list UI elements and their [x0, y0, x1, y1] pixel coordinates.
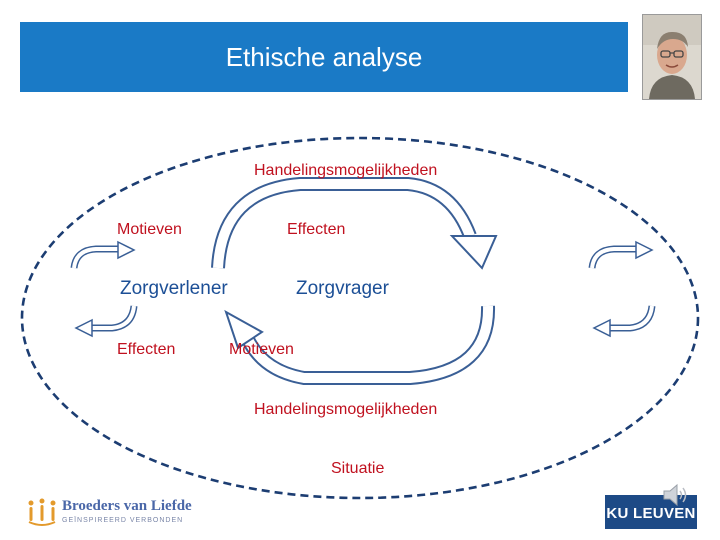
top-arc-arrow [218, 184, 496, 268]
broeders-van-liefde-logo: Broeders van Liefde GEÏNSPIREERD VERBOND… [26, 498, 206, 530]
care-provider-label: Zorgverlener [120, 278, 228, 300]
org-name: Broeders van Liefde [62, 498, 192, 515]
top-action-possibilities-label: Handelingsmogelijkheden [254, 162, 437, 180]
org-tagline: GEÏNSPIREERD VERBONDEN [62, 517, 183, 524]
effects-top-label: Effecten [287, 221, 345, 239]
motives-left-label: Motieven [117, 221, 182, 239]
bottom-action-possibilities-label: Handelingsmogelijkheden [254, 401, 437, 419]
situation-label: Situatie [331, 460, 384, 478]
effects-left-label: Effecten [117, 341, 175, 359]
bvl-figures-icon [26, 498, 58, 528]
situation-ellipse [22, 138, 698, 498]
right-cycle-arrows [592, 242, 652, 336]
speaker-icon[interactable] [662, 483, 690, 507]
motives-bottom-label: Motieven [229, 341, 294, 359]
care-receiver-label: Zorgvrager [296, 278, 389, 300]
